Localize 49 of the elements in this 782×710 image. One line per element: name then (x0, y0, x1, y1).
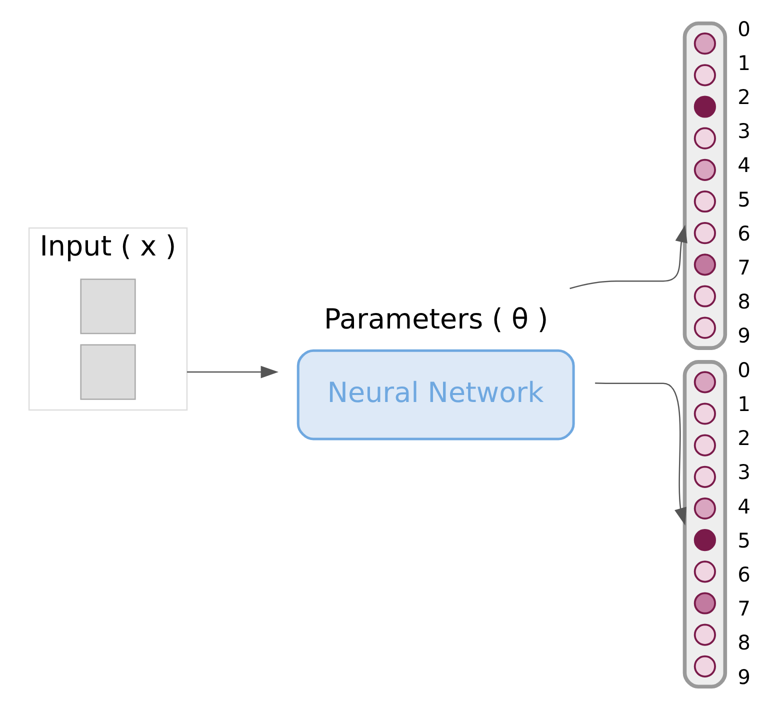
node-label: 6 (738, 562, 751, 587)
node-circle (694, 529, 716, 552)
node-label: 3 (738, 119, 751, 144)
node-circle (694, 64, 716, 86)
cluster (682, 21, 728, 350)
node-circle (694, 222, 716, 244)
node-circle (694, 466, 716, 488)
node-label: 5 (738, 528, 751, 552)
node-label: 0 (738, 16, 751, 41)
arrow (570, 224, 688, 290)
node-label: 3 (738, 460, 751, 484)
node-label: Parameters ( θ ) (324, 302, 548, 336)
node-circle (694, 32, 716, 55)
node-circle (694, 316, 716, 339)
node-circle (694, 560, 716, 583)
node-circle (694, 402, 716, 425)
node-circle (694, 158, 716, 181)
arrow (595, 382, 686, 526)
cluster: Input ( x ) (28, 227, 188, 411)
node-label: 2 (738, 426, 751, 450)
node-label: 8 (738, 290, 751, 314)
node-circle (694, 497, 716, 520)
node-circle (694, 285, 716, 308)
node-label: 8 (738, 630, 751, 655)
node-circle (694, 96, 716, 118)
node-circle (694, 254, 716, 276)
node-label: 4 (738, 494, 751, 518)
node-circle (694, 371, 716, 394)
node-label: 0 (738, 358, 751, 382)
node-label: 6 (738, 221, 751, 246)
node-label: 9 (738, 664, 751, 689)
arrow (186, 366, 278, 378)
node-circle (694, 190, 716, 213)
node-box (80, 278, 136, 334)
cluster (682, 360, 728, 689)
node-label: 2 (738, 84, 751, 109)
node-circle (694, 624, 716, 646)
node-circle (694, 592, 716, 614)
node-circle (694, 655, 716, 678)
node-label: 4 (738, 153, 751, 178)
node-label: 5 (738, 187, 751, 212)
node-label: 1 (738, 392, 751, 416)
node-circle (694, 434, 716, 456)
node-label: 7 (738, 256, 751, 280)
node-box (80, 344, 136, 400)
node-label: 1 (738, 50, 751, 75)
node-label: 7 (738, 596, 751, 621)
node-circle (694, 127, 716, 150)
node-label: 9 (738, 324, 751, 348)
